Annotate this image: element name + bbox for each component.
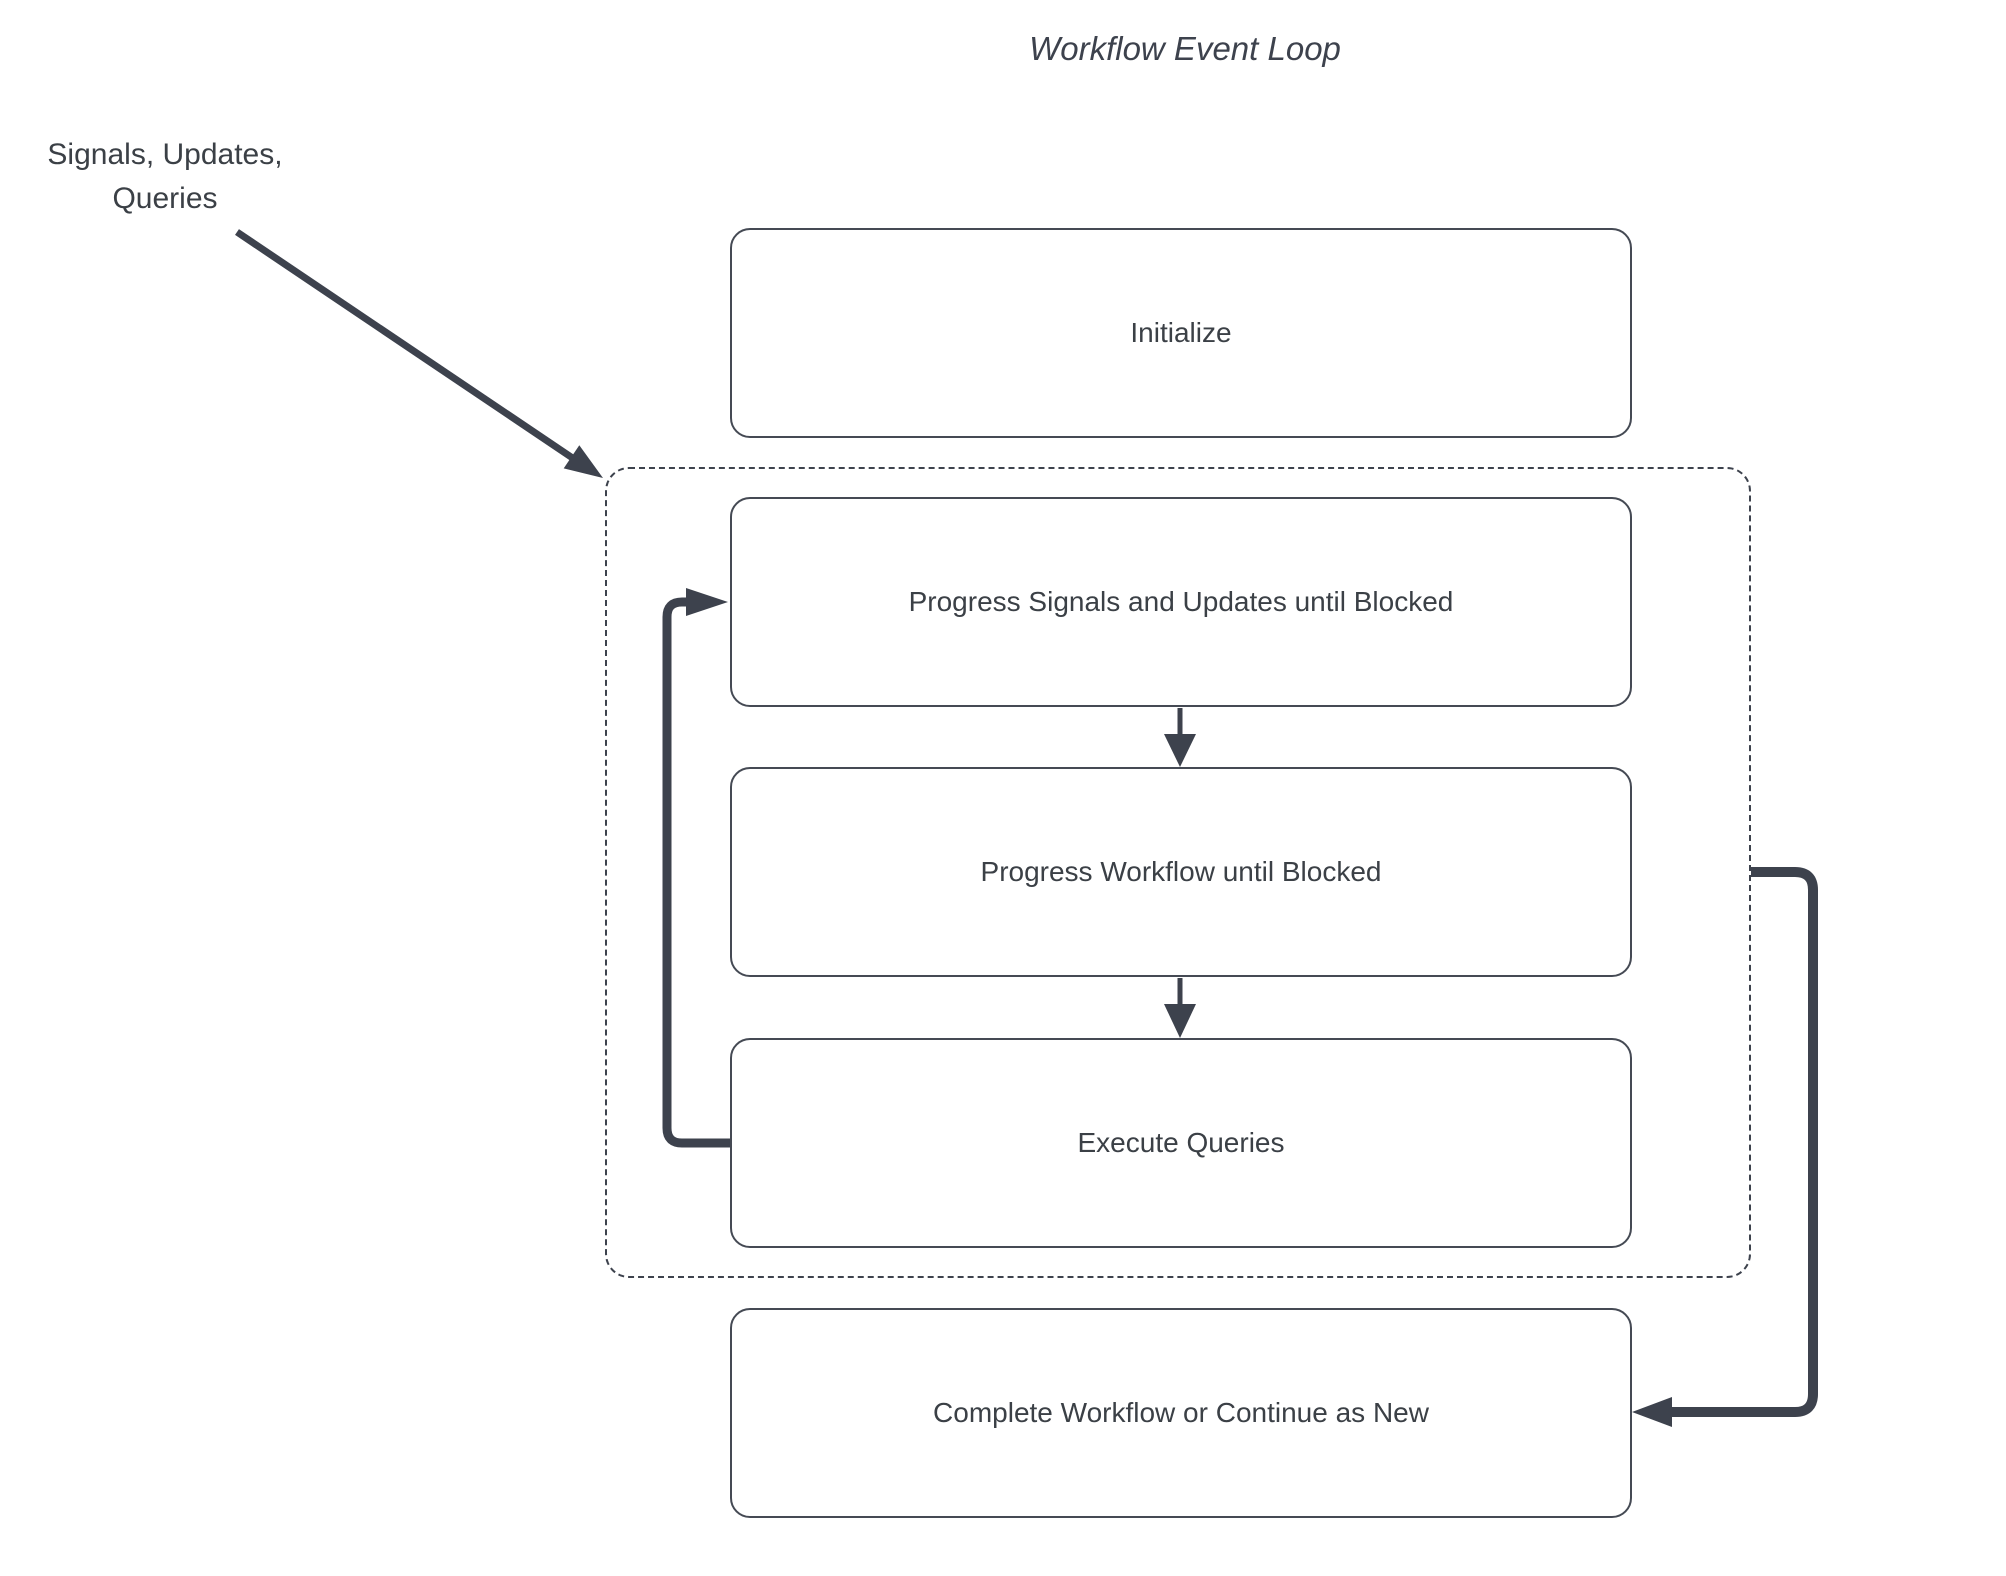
node-execute-queries: Execute Queries [730, 1038, 1632, 1248]
node-initialize-label: Initialize [1130, 317, 1232, 348]
node-progress-workflow: Progress Workflow until Blocked [730, 767, 1632, 977]
node-progress-signals: Progress Signals and Updates until Block… [730, 497, 1632, 707]
node-complete-workflow: Complete Workflow or Continue as New [730, 1308, 1632, 1518]
node-initialize: Initialize [730, 228, 1632, 438]
diagram-title: Workflow Event Loop [1029, 30, 1341, 67]
node-execute-queries-label: Execute Queries [1077, 1127, 1285, 1158]
signals-updates-queries-label: Signals, Updates, Queries [47, 138, 283, 215]
signals-input-arrow [235, 229, 603, 478]
node-progress-workflow-label: Progress Workflow until Blocked [980, 856, 1382, 887]
node-complete-workflow-label: Complete Workflow or Continue as New [933, 1397, 1429, 1428]
node-progress-signals-label: Progress Signals and Updates until Block… [908, 586, 1454, 617]
